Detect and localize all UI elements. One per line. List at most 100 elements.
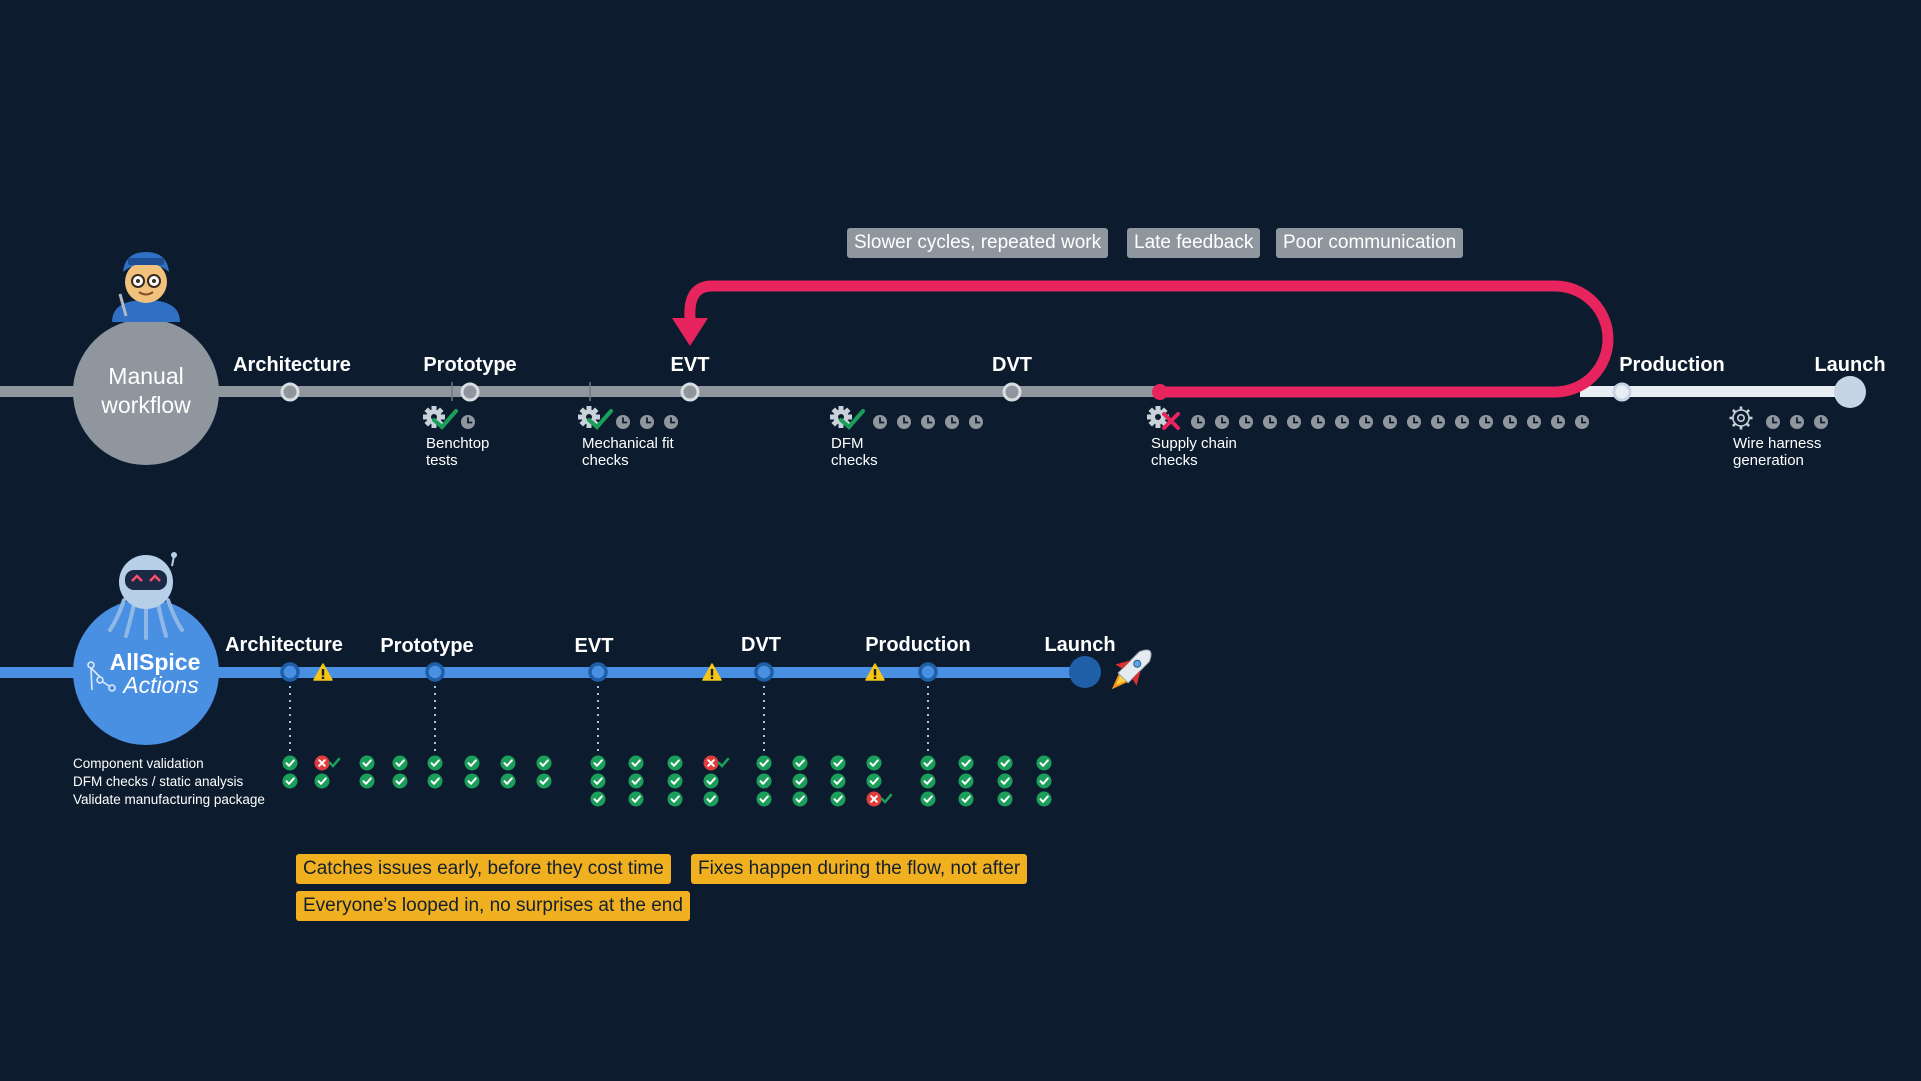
allspice-actions-circle: [73, 599, 219, 745]
stage-label: Production: [1619, 354, 1725, 376]
check-pass-icon: [666, 754, 684, 772]
ai-stage-node-evt: [588, 662, 608, 682]
clock-icon-row: [1190, 414, 1590, 430]
check-pass-icon: [865, 754, 883, 772]
check-pass-icon: [499, 754, 517, 772]
benefit-tag: Fixes happen during the flow, not after: [691, 854, 1028, 884]
benefit-tag: Everyone’s looped in, no surprises at th…: [296, 891, 690, 921]
check-pass-icon: [463, 754, 481, 772]
check-pass-icon: [829, 790, 847, 808]
check-pass-icon: [996, 754, 1014, 772]
stage-label: DVT: [741, 634, 781, 656]
problem-tag: Late feedback: [1127, 228, 1261, 258]
check-pass-icon: [535, 754, 553, 772]
check-pass-icon: [627, 790, 645, 808]
check-pass-icon: [755, 790, 773, 808]
benefit-tag: Catches issues early, before they cost t…: [296, 854, 671, 884]
check-row-label: Validate manufacturing package: [73, 792, 265, 807]
clock-icon: [639, 414, 655, 430]
clock-icon: [1813, 414, 1829, 430]
check-pass-icon: [391, 754, 409, 772]
manual-workflow-circle: [73, 319, 219, 465]
manual-track-final: [1580, 386, 1850, 397]
check-pass-icon: [919, 790, 937, 808]
ai-track: [0, 667, 1085, 678]
check-pass-icon: [666, 790, 684, 808]
stage-label: Prototype: [380, 635, 473, 657]
stage-label: Prototype: [423, 354, 516, 376]
check-pass-icon: [627, 754, 645, 772]
recheck-pass-icon: [328, 757, 341, 768]
check-label: DFM: [831, 435, 864, 452]
check-pass-icon: [463, 772, 481, 790]
stage-label: EVT: [671, 354, 710, 376]
check-pass-icon: [281, 772, 299, 790]
manual-track: [0, 386, 1160, 397]
rework-loop-arrow: [684, 280, 1614, 398]
check-pass-icon: [281, 754, 299, 772]
check-label: tests: [426, 452, 458, 469]
stage-node-launch: [1834, 376, 1866, 408]
check-pass-icon: [791, 790, 809, 808]
check-pass-icon: [499, 772, 517, 790]
check-pass-icon: [865, 772, 883, 790]
check-pass-icon: [313, 772, 331, 790]
check-pass-icon: [589, 772, 607, 790]
check-pass-icon: [996, 772, 1014, 790]
check-pass-icon: [1035, 790, 1053, 808]
allspice-label: AllSpice: [110, 649, 201, 675]
check-pass-icon: [358, 754, 376, 772]
check-pass-icon: [755, 772, 773, 790]
error-icon: [702, 754, 720, 772]
stage-node-evt: [680, 382, 700, 402]
check-pass-icon: [996, 790, 1014, 808]
allspice-logo-icon: [87, 661, 116, 692]
check-label: checks: [1151, 452, 1198, 469]
stage-label: DVT: [992, 354, 1032, 376]
check-row-label: DFM checks / static analysis: [73, 774, 244, 789]
check-pass-icon: [589, 790, 607, 808]
check-pass-icon: [829, 772, 847, 790]
problem-tag: Poor communication: [1276, 228, 1464, 258]
check-pass-icon: [957, 790, 975, 808]
check-pass-icon: [829, 754, 847, 772]
check-pass-icon: [589, 754, 607, 772]
ai-stage-node-dvt: [754, 662, 774, 682]
rocket-icon: [1111, 649, 1152, 690]
check-pass-icon: [919, 772, 937, 790]
error-icon: [313, 754, 331, 772]
rework-arrowhead: [672, 318, 708, 346]
clock-icon: [1789, 414, 1805, 430]
check-pass-icon: [627, 772, 645, 790]
manual-check-mechanical: Mechanical fit checks: [578, 406, 679, 469]
stage-label: Launch: [1814, 354, 1885, 376]
manual-workflow-label: Manual: [108, 363, 183, 389]
ai-stage-node-launch: [1069, 656, 1101, 688]
check-pass-icon: [791, 772, 809, 790]
check-pass-icon: [957, 772, 975, 790]
check-label: Benchtop: [426, 435, 489, 452]
manual-check-benchtop: Benchtop tests: [423, 406, 489, 469]
check-pass-icon: [791, 754, 809, 772]
check-pass-icon: [358, 772, 376, 790]
check-label: Supply chain: [1151, 435, 1237, 452]
check-pass-icon: [1035, 772, 1053, 790]
check-label: Wire harness: [1733, 435, 1821, 452]
stage-node-prototype: [460, 382, 480, 402]
check-pass-icon: [755, 754, 773, 772]
robot-octopus-icon: [108, 552, 184, 640]
allspice-label: Actions: [121, 672, 199, 698]
check-pass-icon: [426, 754, 444, 772]
check-pass-icon: [702, 772, 720, 790]
clock-icon: [615, 414, 631, 430]
manual-check-wire-harness: Wire harness generation: [1728, 405, 1829, 469]
check-pass-icon: [1035, 754, 1053, 772]
stage-label: EVT: [575, 635, 614, 657]
stage-node-production: [1612, 382, 1632, 402]
automated-check-grid: [281, 754, 1053, 808]
check-pass-icon: [919, 754, 937, 772]
allspice-workflow-section: Architecture Prototype EVT DVT Productio…: [0, 552, 1152, 808]
check-pass-icon: [666, 772, 684, 790]
stage-label: Architecture: [225, 634, 343, 656]
clock-icon: [460, 414, 476, 430]
